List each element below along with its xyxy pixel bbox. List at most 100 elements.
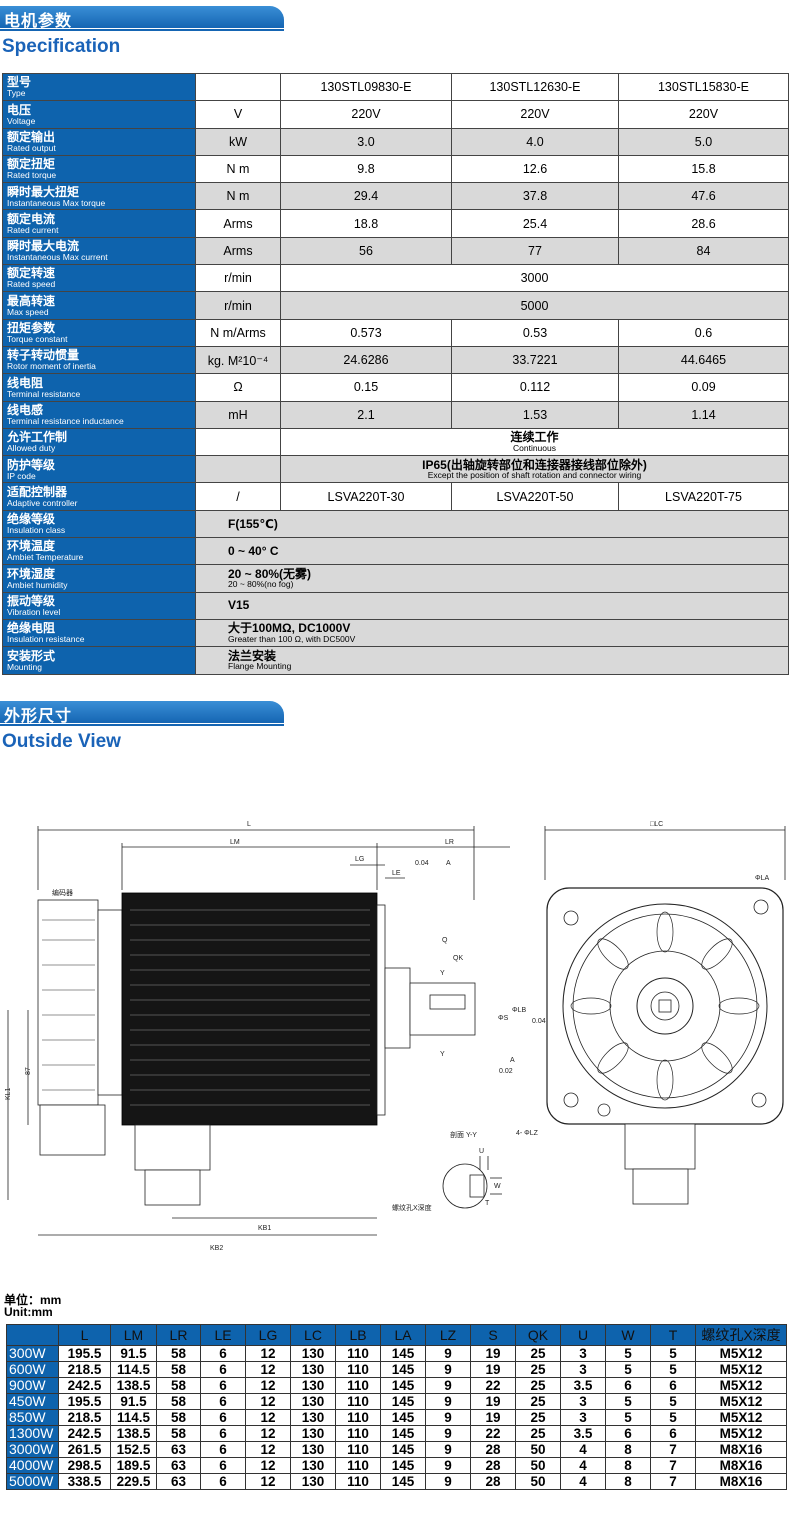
dims-cell: 19 [470, 1409, 516, 1426]
dims-cell: 8 [605, 1473, 651, 1490]
dims-col-header: LG [245, 1324, 291, 1346]
dims-cell: 9 [425, 1473, 471, 1490]
dims-cell: 3 [560, 1345, 606, 1362]
spec-value: 1.53 [451, 400, 619, 429]
spec-value: 84 [618, 236, 789, 266]
dim-W-label: W [494, 1183, 501, 1190]
spec-label-zh: 线电感 [7, 402, 44, 417]
dims-cell: 110 [335, 1393, 381, 1410]
dims-cell: 58 [156, 1361, 201, 1378]
spec-label-zh: 振动等级 [7, 594, 56, 609]
spec-value: 0.573 [280, 318, 452, 347]
dims-col-header: LE [200, 1324, 246, 1346]
dim-s-label: ΦS [498, 1015, 509, 1022]
dims-cell: 58 [156, 1409, 201, 1426]
spec-value: 33.7221 [451, 345, 619, 375]
dims-cell: 3 [560, 1393, 606, 1410]
dim-T-label: T [485, 1200, 490, 1207]
spec-value-span: 5000 [280, 291, 789, 320]
unit-label-zh: 单位：mm [4, 1293, 62, 1307]
spec-value-span: IP65(出轴旋转部位和连接器接线部位除外)Except the positio… [280, 455, 789, 484]
dims-cell: 9 [425, 1441, 471, 1458]
spec-label-zh: 额定输出 [7, 129, 56, 144]
runout-tolerance-label: 0.02 [499, 1068, 513, 1075]
dims-cell: 5 [650, 1393, 696, 1410]
spec-unit: V [195, 100, 281, 129]
dims-cell: 138.5 [110, 1425, 157, 1442]
spec-section-banner: 电机参数 [0, 6, 284, 31]
dims-cell: 50 [515, 1441, 561, 1458]
dims-col-header: T [650, 1324, 696, 1346]
spec-label-zh: 允许工作制 [7, 430, 68, 445]
dims-cell: 19 [470, 1393, 516, 1410]
spec-unit: kg. M²10⁻⁴ [195, 345, 281, 375]
dims-cell: 5 [605, 1361, 651, 1378]
spec-value: 0.6 [618, 318, 789, 347]
dims-cell: 5 [650, 1345, 696, 1362]
dims-cell: 130 [290, 1473, 336, 1490]
dims-cell: 130 [290, 1457, 336, 1474]
dims-cell: 145 [380, 1409, 426, 1426]
spec-value: 1.14 [618, 400, 789, 429]
dims-col-header: LR [156, 1324, 201, 1346]
dims-col-header: U [560, 1324, 606, 1346]
dims-col-header: LC [290, 1324, 336, 1346]
dims-cell: 138.5 [110, 1377, 157, 1394]
dims-cell: 58 [156, 1393, 201, 1410]
datum-a-label: A [446, 860, 451, 867]
dims-cell: 6 [200, 1393, 246, 1410]
dims-col-header: L [58, 1324, 111, 1346]
dims-cell: 5 [650, 1361, 696, 1378]
dim-LR-label: LR [445, 839, 454, 846]
spec-section-title-en: Specification [2, 36, 121, 57]
dims-cell: 4 [560, 1457, 606, 1474]
spec-label-en: Vibration level [7, 607, 61, 618]
dims-row-header: 600W [6, 1361, 59, 1378]
dims-cell: 9 [425, 1409, 471, 1426]
dims-col-header: LZ [425, 1324, 471, 1346]
dims-cell: 6 [605, 1425, 651, 1442]
spec-label-zh: 额定扭矩 [7, 157, 56, 172]
spec-wide-en: 20 ~ 80%(no fog) [228, 579, 294, 590]
dims-cell: 6 [200, 1409, 246, 1426]
spec-value: 18.8 [280, 209, 452, 238]
dims-cell: 110 [335, 1409, 381, 1426]
spec-label-en: Rated speed [7, 279, 56, 290]
dims-col-header: LA [380, 1324, 426, 1346]
dims-cell: 63 [156, 1473, 201, 1490]
dims-row-header: 450W [6, 1393, 59, 1410]
dims-cell: 9 [425, 1361, 471, 1378]
dims-cell: 145 [380, 1425, 426, 1442]
spec-value: 12.6 [451, 154, 619, 184]
dims-cell: 110 [335, 1425, 381, 1442]
dims-cell: 7 [650, 1473, 696, 1490]
spec-label-en: Torque constant [7, 334, 68, 345]
dims-cell: 6 [200, 1457, 246, 1474]
spec-label-en: Adaptive controller [7, 497, 78, 508]
spec-label-en: IP code [7, 470, 36, 481]
spec-value-zh: IP65(出轴旋转部位和连接器接线部位除外) [422, 457, 647, 472]
dims-cell: 145 [380, 1377, 426, 1394]
dims-cell: 145 [380, 1473, 426, 1490]
dims-row-header: 5000W [6, 1473, 59, 1490]
spec-label-zh: 安装形式 [7, 648, 56, 663]
